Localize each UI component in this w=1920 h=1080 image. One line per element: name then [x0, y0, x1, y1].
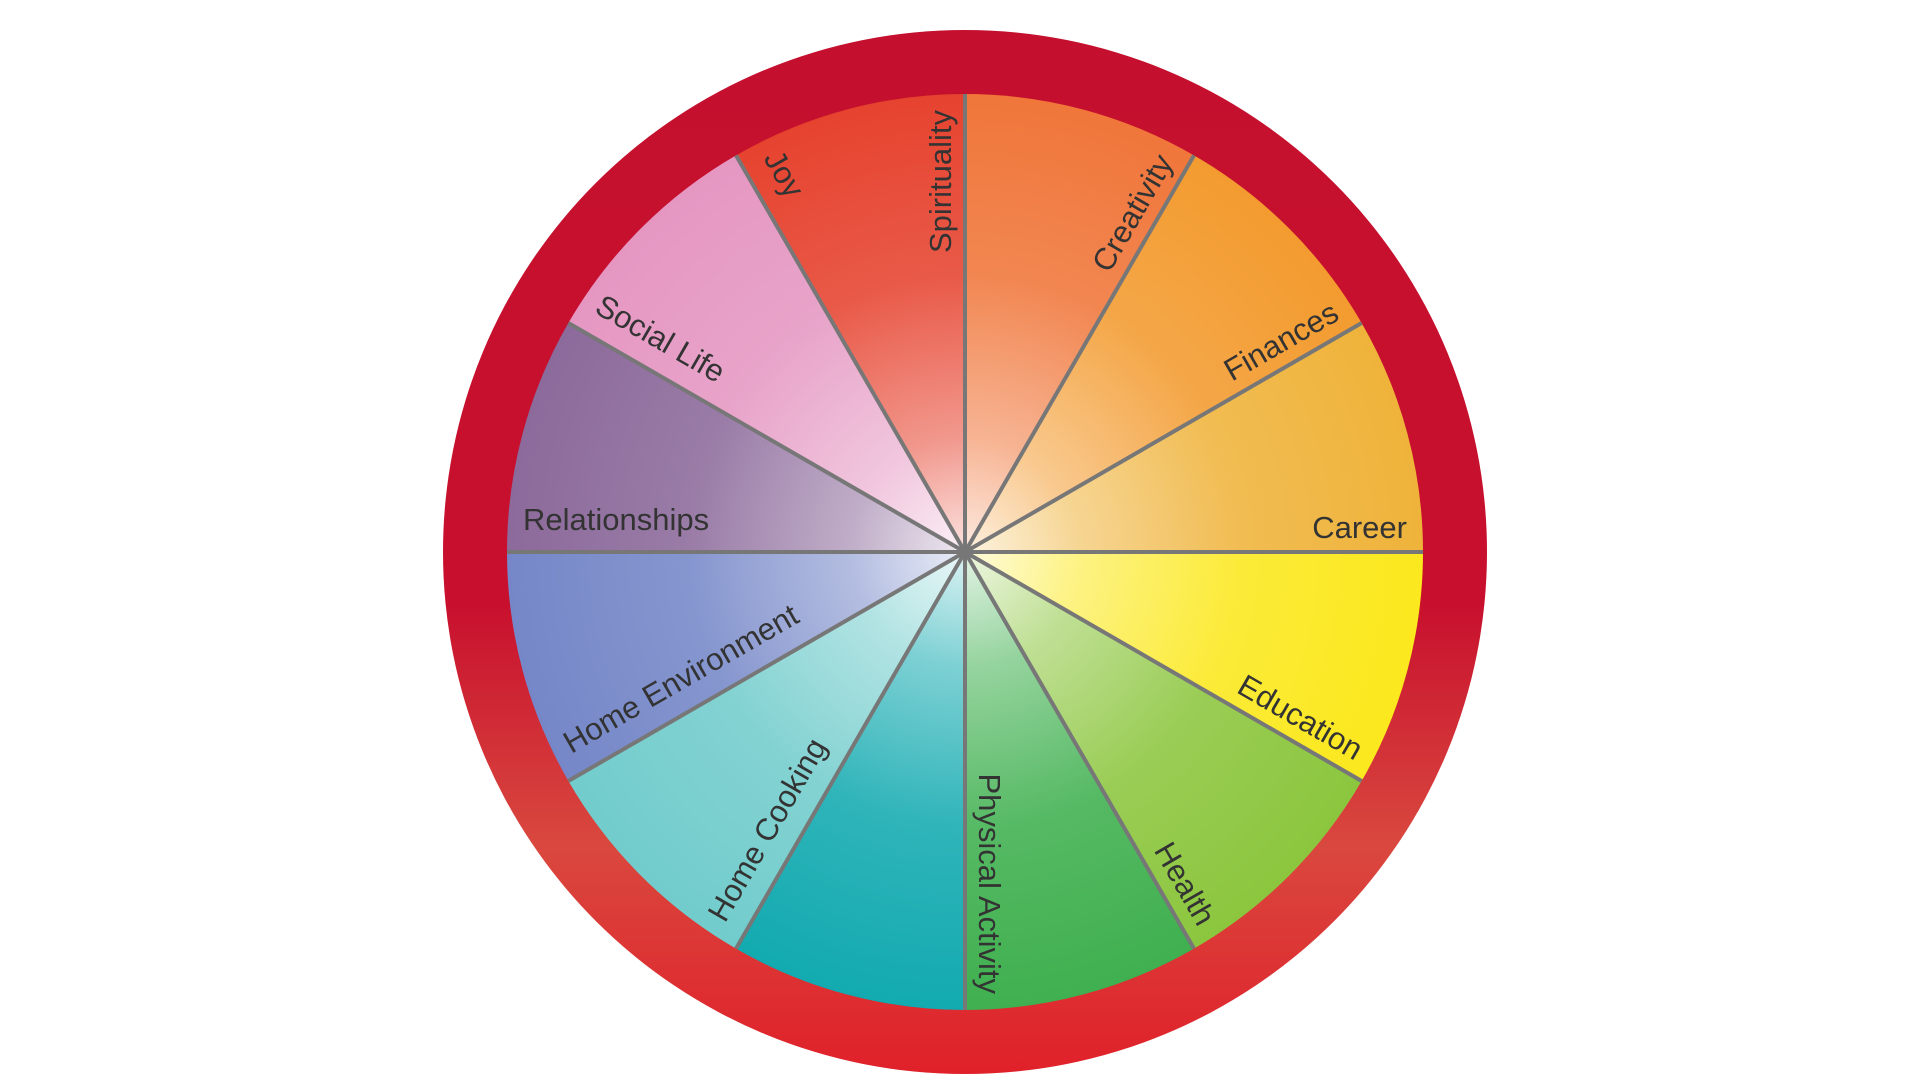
segment-label-physical-activity: Physical Activity: [972, 773, 1007, 994]
segment-divider: [567, 550, 966, 783]
segment-divider: [567, 321, 966, 554]
segment-divider: [963, 154, 1196, 554]
segment-divider: [964, 550, 1363, 783]
segment-divider: [734, 551, 967, 950]
segment-divider: [963, 551, 1196, 950]
segment-label-career: Career: [1312, 510, 1407, 545]
segment-label-relationships: Relationships: [523, 502, 709, 537]
segment-divider: [964, 321, 1363, 554]
segment-label-spirituality: Spirituality: [923, 110, 958, 253]
segment-divider: [734, 154, 967, 554]
dividers-layer: [507, 94, 1423, 1010]
